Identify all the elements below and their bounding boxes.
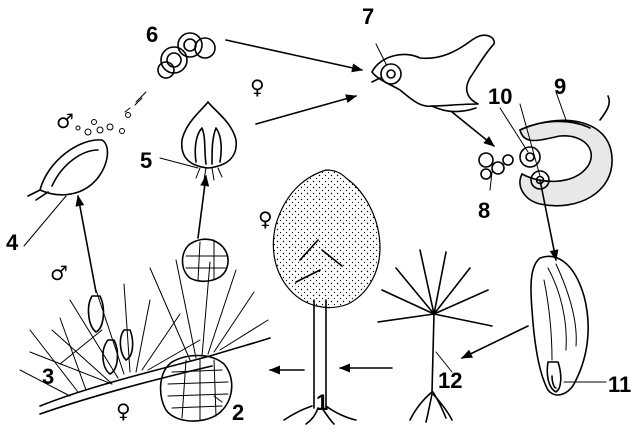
seedling-illustration xyxy=(378,250,492,422)
label-3: 3 xyxy=(42,364,54,389)
seed-scale-illustration xyxy=(182,102,236,180)
arrow-female-cone-to-scale xyxy=(198,176,206,238)
male-symbol: ♂ xyxy=(56,109,74,133)
label-10: 10 xyxy=(488,84,512,109)
arrow-pollen-to-germination xyxy=(226,40,362,70)
label-8: 8 xyxy=(478,198,490,223)
female-symbol: ♀ xyxy=(116,399,131,423)
germinating-pollen-illustration xyxy=(372,35,494,111)
label-4: 4 xyxy=(6,230,19,255)
arrow-to-archegonia xyxy=(452,112,494,146)
label-12: 12 xyxy=(438,368,462,393)
archegonia-illustration xyxy=(479,147,549,189)
dash-pollen-release xyxy=(136,92,146,102)
label-6: 6 xyxy=(146,22,158,47)
label-7: 7 xyxy=(362,4,374,29)
ovule-illustration xyxy=(520,96,612,206)
winged-seed-illustration xyxy=(531,256,588,395)
label-11: 11 xyxy=(608,372,631,397)
male-symbol: ♂ xyxy=(50,261,68,285)
arrow-seed-to-seedling xyxy=(462,326,528,358)
microsporophyll-illustration xyxy=(28,98,142,200)
label-1: 1 xyxy=(316,390,328,415)
label-2: 2 xyxy=(232,400,244,425)
pollen-grains-illustration xyxy=(158,33,215,78)
female-symbol: ♀ xyxy=(250,75,265,99)
label-5: 5 xyxy=(140,148,152,173)
pine-tree-illustration xyxy=(273,170,380,424)
label-9: 9 xyxy=(554,74,566,99)
arrow-ovule-to-germination xyxy=(256,96,356,124)
arrow-male-cone-to-scale xyxy=(78,196,96,292)
female-symbol: ♀ xyxy=(258,207,273,231)
